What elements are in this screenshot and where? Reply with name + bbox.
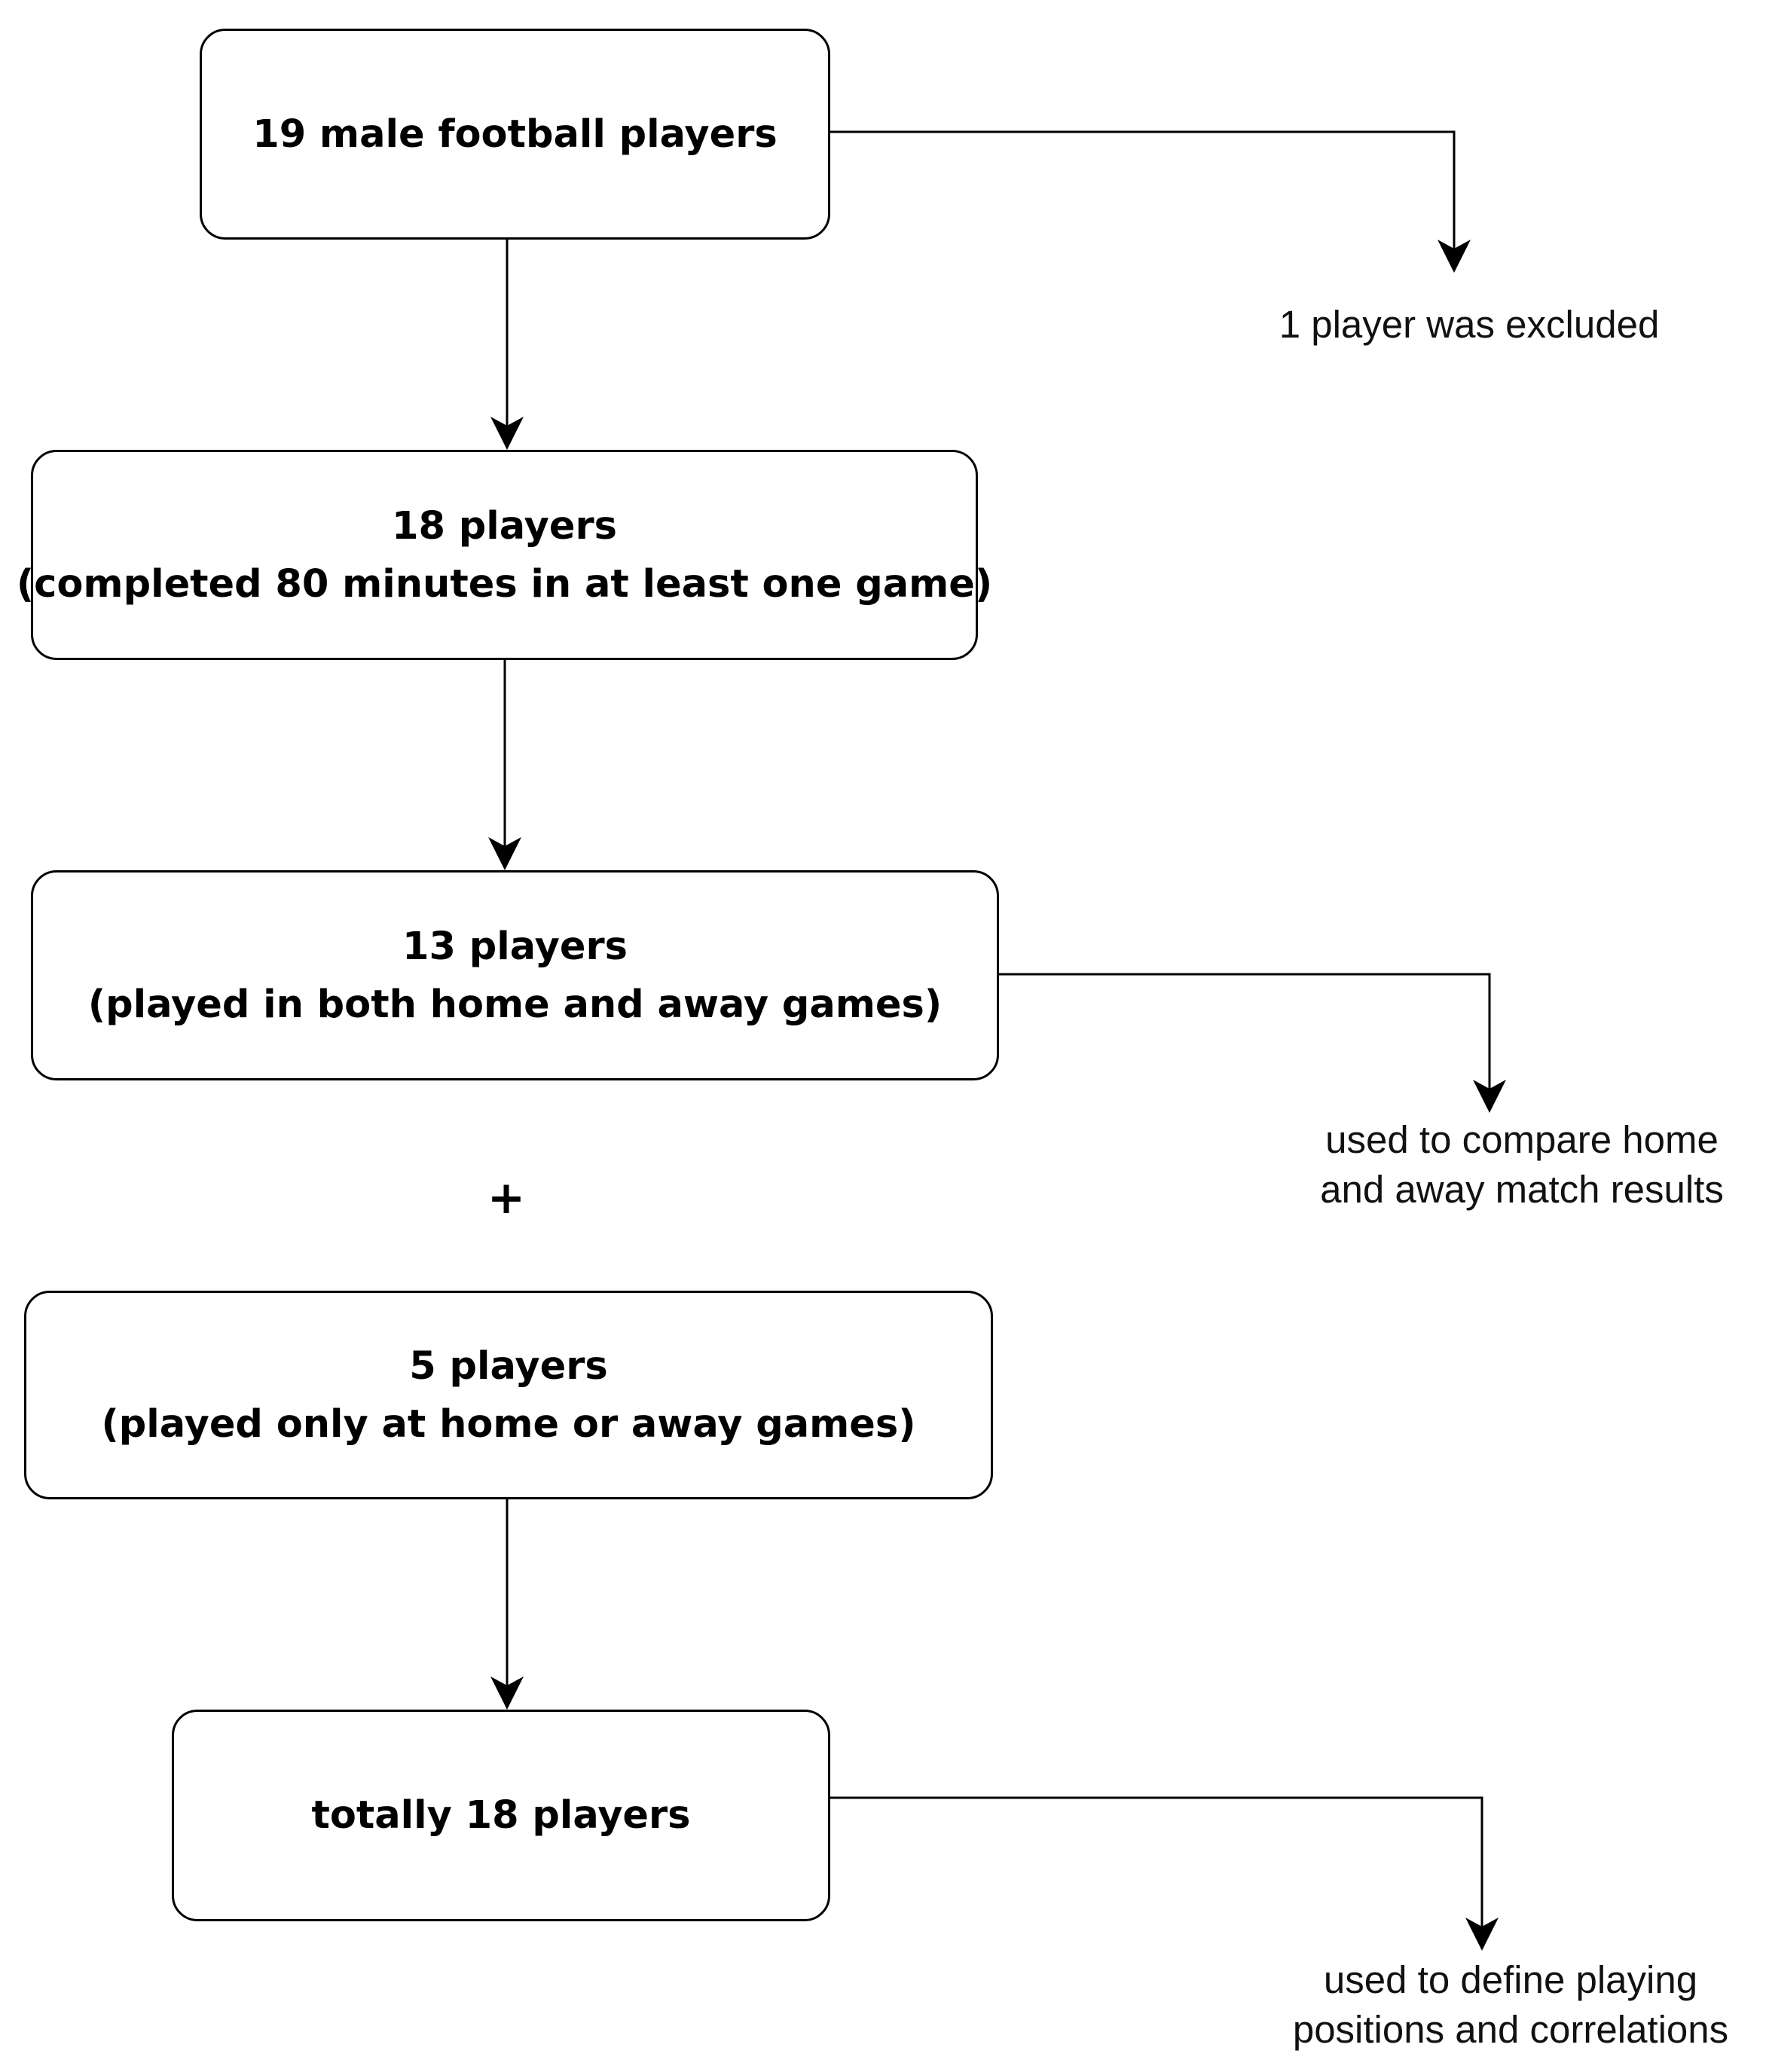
box-19-male-football-players: 19 male football players [200,29,830,240]
arrowhead-both [488,837,521,870]
note-excluded-line1: 1 player was excluded [1279,303,1660,346]
note-define-positions: used to define playing positions and cor… [1258,1955,1763,2055]
box-completed-line2: (completed 80 minutes in at least one ga… [16,561,993,607]
box-completed-line1: 18 players [392,503,617,549]
note-define-line2: positions and correlations [1292,2008,1729,2051]
box-total-line1: totally 18 players [311,1793,691,1838]
arrow-start-to-excluded [830,130,1456,256]
arrowhead-define [1465,1918,1499,1951]
note-player-excluded: 1 player was excluded [1243,300,1695,350]
box-18-players-completed: 18 players (completed 80 minutes in at l… [17,450,992,660]
arrowhead-compare [1473,1080,1506,1113]
arrow-both-to-compare [999,973,1491,1096]
note-compare-home-away: used to compare home and away match resu… [1281,1115,1763,1215]
box-only-line2: (played only at home or away games) [101,1401,916,1447]
note-compare-line1: used to compare home [1325,1118,1719,1161]
box-totally-18-players: totally 18 players [172,1710,830,1921]
arrowhead-excluded [1438,240,1471,273]
note-compare-line2: and away match results [1320,1168,1724,1211]
box-13-players-both: 13 players (played in both home and away… [31,870,999,1080]
box-start-line1: 19 male football players [252,112,778,157]
box-only-line1: 5 players [409,1343,608,1389]
arrowhead-completed [490,417,524,450]
box-5-players-only: 5 players (played only at home or away g… [24,1291,993,1499]
plus-sign: + [487,1172,526,1224]
arrow-total-to-define [830,1796,1483,1934]
box-both-line1: 13 players [402,924,628,969]
box-both-line2: (played in both home and away games) [87,982,943,1027]
arrowhead-total [490,1676,524,1710]
note-define-line1: used to define playing [1323,1958,1698,2001]
